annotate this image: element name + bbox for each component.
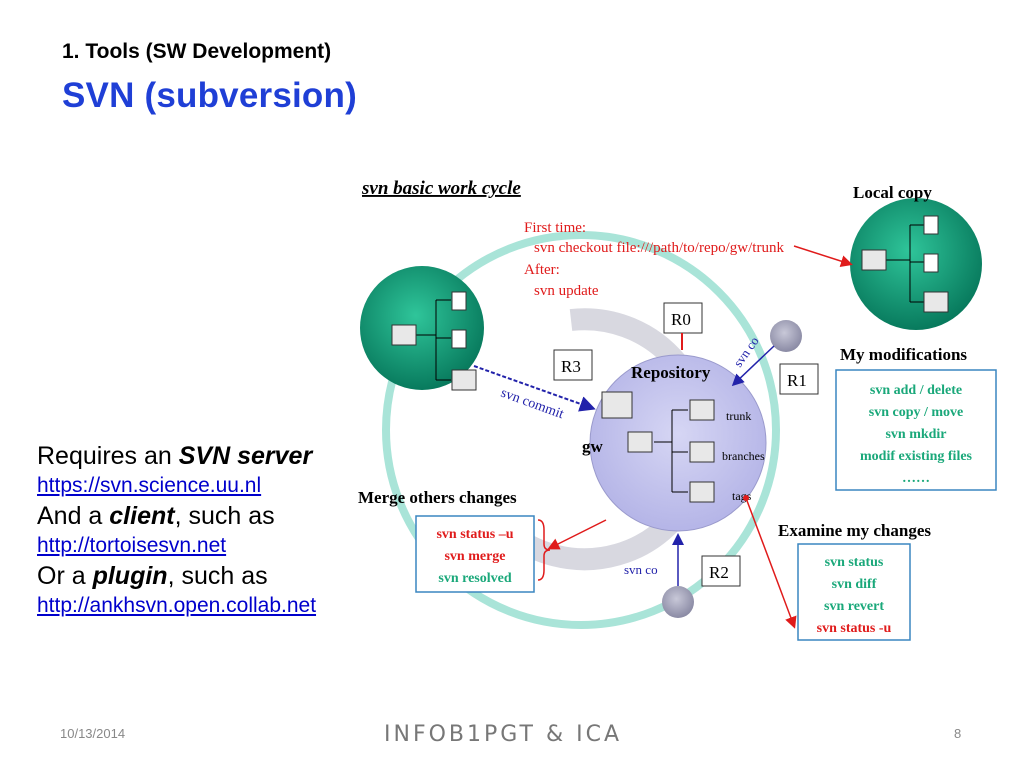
examine-cmd: svn diff	[832, 577, 877, 592]
emphasis-text: SVN server	[178, 442, 313, 470]
checkout-arrow	[793, 245, 853, 267]
mod-cmd: modif existing files	[860, 449, 973, 464]
file-icon	[923, 253, 939, 273]
folder-icon	[391, 324, 417, 346]
client-line: And a client, such as	[37, 500, 417, 532]
r1-label: R1	[787, 371, 807, 390]
after-label: After:	[524, 262, 560, 278]
line-text: And a	[37, 502, 110, 530]
examine-arrow	[745, 497, 797, 629]
line-text: Requires an	[37, 442, 179, 470]
file-icon	[451, 291, 467, 311]
trunk-label: trunk	[726, 409, 751, 423]
emphasis-text: client	[109, 502, 175, 530]
folder-icon	[689, 399, 715, 421]
modifications-box	[835, 369, 997, 491]
repository-circle	[589, 354, 767, 532]
cycle-ring	[382, 231, 780, 629]
local-copy-label: Local copy	[853, 183, 932, 202]
r1-ball	[770, 320, 802, 352]
r3-box	[553, 349, 593, 381]
svn-co-bottom-label: svn co	[624, 562, 658, 577]
r2-box	[701, 555, 741, 587]
plugin-line: Or a plugin, such as	[37, 560, 417, 592]
update-command: svn update	[534, 283, 599, 299]
footer-brand: INFOB1PGT & ICA	[384, 722, 623, 747]
line-text: , such as	[167, 562, 268, 590]
tags-label: tags	[732, 489, 752, 503]
slide-title: SVN (subversion)	[62, 76, 357, 115]
merge-cmd: svn merge	[444, 549, 505, 564]
examine-changes-label: Examine my changes	[778, 521, 931, 540]
folder-icon	[451, 369, 477, 391]
r1-box	[779, 363, 819, 395]
first-time-label: First time:	[524, 220, 586, 236]
working-copy-right	[850, 198, 982, 330]
svn-commit-label: svn commit	[499, 386, 566, 423]
svn-server-link[interactable]: https://svn.science.uu.nl	[37, 474, 262, 497]
r0-label: R0	[671, 310, 691, 329]
tortoisesvn-link[interactable]: http://tortoisesvn.net	[37, 534, 227, 557]
folder-icon	[689, 441, 715, 463]
line-text: , such as	[174, 502, 275, 530]
slide-subtitle: 1. Tools (SW Development)	[62, 40, 332, 63]
footer-page-number: 8	[954, 726, 962, 741]
folder-icon	[861, 249, 887, 271]
merge-arrow	[547, 519, 607, 550]
footer-date: 10/13/2014	[60, 726, 126, 741]
merge-box	[415, 515, 535, 593]
mod-cmd: svn copy / move	[869, 405, 964, 420]
body-text: Requires an SVN server https://svn.scien…	[37, 440, 417, 620]
checkout-command: svn checkout file:///path/to/repo/gw/tru…	[534, 240, 784, 256]
folder-icon	[689, 481, 715, 503]
emphasis-text: plugin	[92, 562, 168, 590]
r0-box	[663, 302, 703, 334]
gw-label: gw	[582, 437, 604, 456]
folder-icon	[601, 391, 633, 419]
folder-icon	[627, 431, 653, 453]
my-modifications-label: My modifications	[840, 345, 967, 364]
mod-cmd: svn mkdir	[885, 427, 946, 442]
mod-cmd: ……	[902, 471, 930, 486]
examine-cmd: svn revert	[824, 599, 884, 614]
r3-label: R3	[561, 357, 581, 376]
merge-cmd: svn resolved	[438, 571, 511, 586]
folder-icon	[923, 291, 949, 313]
svn-commit-arrow	[473, 365, 596, 412]
examine-dot	[743, 495, 749, 501]
file-icon	[923, 215, 939, 235]
ankhsvn-link[interactable]: http://ankhsvn.open.collab.net	[37, 594, 317, 617]
requires-server-line: Requires an SVN server	[37, 440, 417, 472]
r2-ball	[662, 586, 694, 618]
merge-others-label: Merge others changes	[358, 488, 517, 507]
examine-box	[797, 543, 911, 641]
r2-label: R2	[709, 563, 729, 582]
working-copy-left	[360, 266, 484, 391]
repository-label: Repository	[631, 363, 711, 382]
examine-cmd: svn status -u	[817, 621, 892, 636]
svn-work-cycle-diagram: svn basic work cycle Local copy First ti…	[358, 178, 997, 641]
line-text: Or a	[37, 562, 93, 590]
mod-cmd: svn add / delete	[870, 383, 962, 398]
merge-cmd: svn status –u	[436, 527, 513, 542]
file-icon	[451, 329, 467, 349]
branches-label: branches	[722, 449, 765, 463]
diagram-heading: svn basic work cycle	[361, 178, 521, 199]
examine-cmd: svn status	[825, 555, 884, 570]
merge-brace	[537, 519, 551, 581]
svn-co-top-arrow	[731, 345, 775, 387]
